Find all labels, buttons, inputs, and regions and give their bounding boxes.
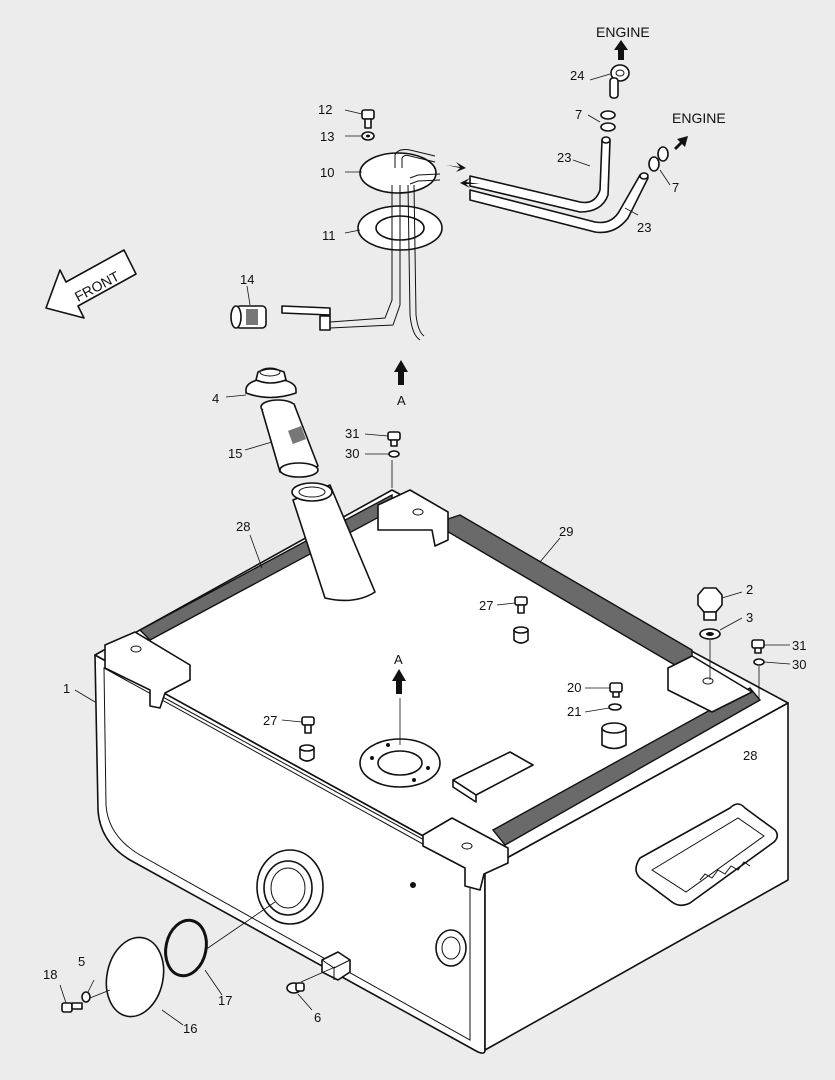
foam-strip-28-right — [491, 687, 762, 846]
small-bolt — [410, 882, 416, 888]
bracket-front-right — [422, 817, 509, 891]
callout-7-top: 7 — [575, 107, 582, 122]
callout-14: 14 — [240, 272, 254, 287]
callout-24: 24 — [570, 68, 584, 83]
callout-16: 16 — [183, 1021, 197, 1036]
boss-21 — [601, 722, 627, 750]
clamps-7-top — [600, 110, 616, 132]
strainer-14 — [230, 305, 267, 329]
plug-27-upper — [514, 596, 528, 614]
view-arrow-a-tank — [392, 669, 406, 694]
filler-strainer-15 — [260, 399, 319, 478]
callout-17: 17 — [218, 993, 232, 1008]
callout-10: 10 — [320, 165, 334, 180]
bracket-rear-right — [667, 655, 753, 713]
callout-7-right: 7 — [672, 180, 679, 195]
plug-31-left — [387, 431, 401, 447]
boss-27-lower — [299, 744, 315, 762]
top-cover-plate — [452, 751, 534, 803]
label-engine-top: ENGINE — [596, 24, 650, 40]
washer-3 — [699, 628, 721, 640]
bolt-2 — [697, 587, 723, 621]
plug-31-right — [751, 639, 765, 654]
callout-4: 4 — [212, 391, 219, 406]
bolt-12 — [361, 109, 375, 129]
engine-arrow-top — [614, 40, 628, 60]
callout-23-bottom: 23 — [637, 220, 651, 235]
callout-21: 21 — [567, 704, 581, 719]
sender-port-flange — [359, 738, 441, 788]
plug-27-lower — [301, 716, 315, 734]
boss-27-upper — [513, 626, 529, 644]
callout-30-right: 30 — [792, 657, 806, 672]
oring-17 — [164, 918, 208, 978]
label-view-a-tank: A — [394, 652, 403, 667]
banjo-fitting-24 — [609, 64, 630, 99]
callout-27-upper: 27 — [479, 598, 493, 613]
oring-30-right — [753, 658, 765, 666]
flow-arrow-1 — [446, 162, 466, 172]
drain-boss — [321, 951, 351, 981]
callout-18: 18 — [43, 967, 57, 982]
callout-11: 11 — [322, 228, 336, 243]
front-arrow — [45, 249, 137, 319]
callout-15: 15 — [228, 446, 242, 461]
inspection-port — [256, 849, 324, 925]
callout-29: 29 — [559, 524, 573, 539]
clamps-7-right — [648, 146, 669, 172]
bracket-rear-left — [377, 489, 449, 547]
engine-arrow-right — [674, 136, 688, 150]
callout-23-top: 23 — [557, 150, 571, 165]
callout-31-right: 31 — [792, 638, 806, 653]
plug-20 — [609, 682, 623, 698]
label-view-a-top: A — [397, 393, 406, 408]
side-port — [435, 929, 467, 967]
callout-6: 6 — [314, 1010, 321, 1025]
filler-cap-4 — [245, 367, 297, 399]
bolt-18 — [61, 1002, 83, 1013]
callout-31-left: 31 — [345, 426, 359, 441]
oring-30-left — [388, 450, 400, 458]
washer-5 — [81, 991, 91, 1003]
drain-plug-6 — [286, 982, 305, 994]
oring-21 — [608, 703, 622, 711]
fuel-lines-23 — [469, 136, 649, 234]
flow-arrow-2 — [460, 178, 480, 188]
callout-28-right: 28 — [743, 748, 757, 763]
callout-2: 2 — [746, 582, 753, 597]
label-engine-right: ENGINE — [672, 110, 726, 126]
washer-13 — [361, 131, 375, 141]
bracket-front-left — [104, 631, 191, 709]
callout-5: 5 — [78, 954, 85, 969]
callout-3: 3 — [746, 610, 753, 625]
callout-1: 1 — [63, 681, 70, 696]
step-handle — [635, 803, 779, 907]
cover-plate-16 — [105, 936, 165, 1018]
callout-20: 20 — [567, 680, 581, 695]
filler-neck — [291, 482, 376, 602]
callout-27-lower: 27 — [263, 713, 277, 728]
leader-lines — [59, 73, 791, 1026]
callout-30-left: 30 — [345, 446, 359, 461]
sender-assembly — [281, 149, 443, 341]
callout-28-left: 28 — [236, 519, 250, 534]
view-arrow-a-top — [394, 360, 408, 385]
callout-12: 12 — [318, 102, 332, 117]
callout-13: 13 — [320, 129, 334, 144]
